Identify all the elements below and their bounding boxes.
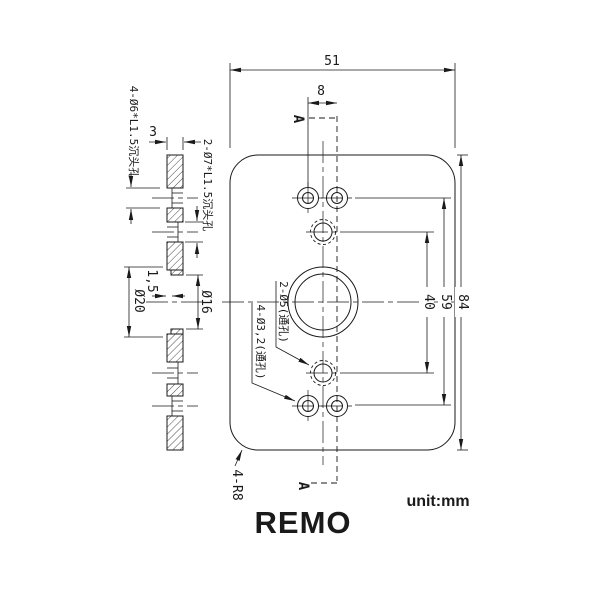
right-dimensions: 40 59 84 (340, 155, 470, 450)
corner-hole-top-right (321, 188, 353, 209)
center-hole-span-label: 40 (421, 294, 436, 310)
corner-hole-span-label: 59 (438, 294, 453, 310)
thickness-dim-label: 3 (149, 125, 157, 140)
center-holes-label: 2-Ø5(通孔) (277, 281, 290, 343)
width-dimension: 51 (230, 54, 455, 148)
section-label-bottom: A (295, 482, 311, 491)
front-counterbore-dimension: 2-Ø7*L1.5沉头孔 (185, 139, 214, 258)
boss-diameter-dimension: Ø20 (124, 267, 163, 337)
height-dim-label: 84 (455, 294, 470, 310)
boss-diameter-label: Ø20 (131, 289, 146, 312)
corner-radius-label: 4-R8 (229, 469, 244, 500)
section-plate-body (167, 155, 183, 450)
bore-diameter-label: Ø16 (198, 290, 213, 313)
section-centermarks (146, 198, 204, 406)
corner-radius-callout: 4-R8 (229, 450, 244, 501)
corner-hole-top-left (292, 182, 324, 214)
center-holes-callout: 2-Ø5(通孔) (276, 281, 309, 365)
middle-hole-lower (306, 361, 340, 386)
front-counterbore-label: 2-Ø7*L1.5沉头孔 (201, 139, 214, 232)
corner-holes-label: 4-Ø3,2(通孔) (254, 305, 267, 380)
corner-hole-bottom-right (321, 396, 353, 417)
drawing-title: REMO (255, 505, 352, 540)
center-bore (288, 267, 358, 337)
back-counterbore-dimension: 4-Ø6*L1.5沉头孔 (126, 86, 160, 224)
middle-hole-upper (306, 220, 340, 245)
section-view: 3 4-Ø6*L1.5沉头孔 2-Ø7*L1.5沉头孔 Ø20 (124, 86, 214, 450)
recess-depth-dimension: 1,5 (144, 269, 185, 299)
corner-hole-bottom-left (292, 390, 324, 422)
unit-note: unit:mm (406, 493, 469, 510)
section-line-AA: A A (290, 115, 337, 491)
front-view: A A (222, 54, 470, 501)
bore-diameter-dimension: Ø16 (186, 275, 213, 329)
corner-holes-callout: 4-Ø3,2(通孔) (252, 303, 295, 401)
section-label-top: A (290, 115, 306, 124)
thickness-dimension: 3 (149, 125, 201, 150)
hole-offset-dimension: 8 (308, 84, 337, 187)
hole-offset-label: 8 (317, 84, 325, 99)
back-counterbore-label: 4-Ø6*L1.5沉头孔 (127, 86, 140, 179)
recess-depth-label: 1,5 (144, 269, 159, 292)
width-dim-label: 51 (324, 54, 340, 69)
